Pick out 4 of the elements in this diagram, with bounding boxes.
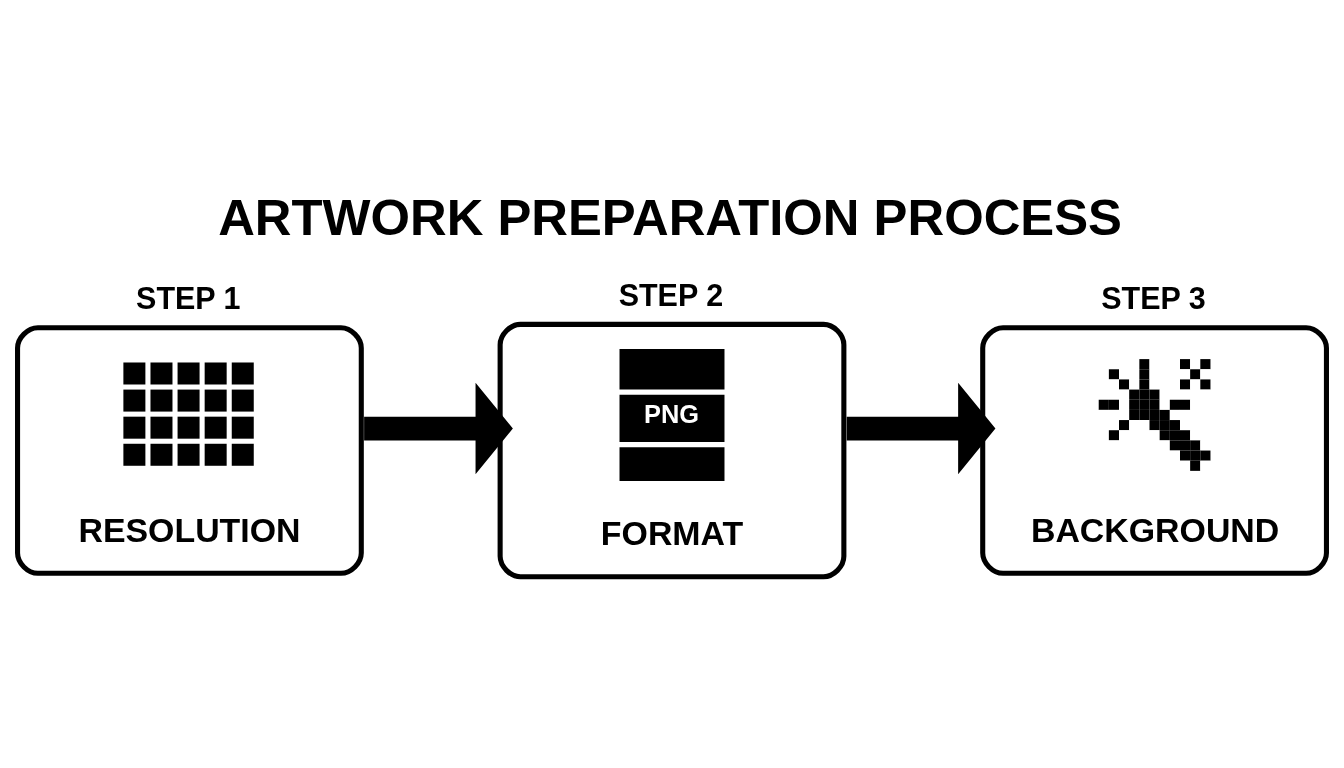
node-label: STEP 2 <box>618 277 724 312</box>
node-label: STEP 3 <box>1101 280 1206 315</box>
node-label: STEP 1 <box>136 280 241 315</box>
diagram-title: ARTWORK PREPARATION PROCESS <box>218 188 1122 246</box>
